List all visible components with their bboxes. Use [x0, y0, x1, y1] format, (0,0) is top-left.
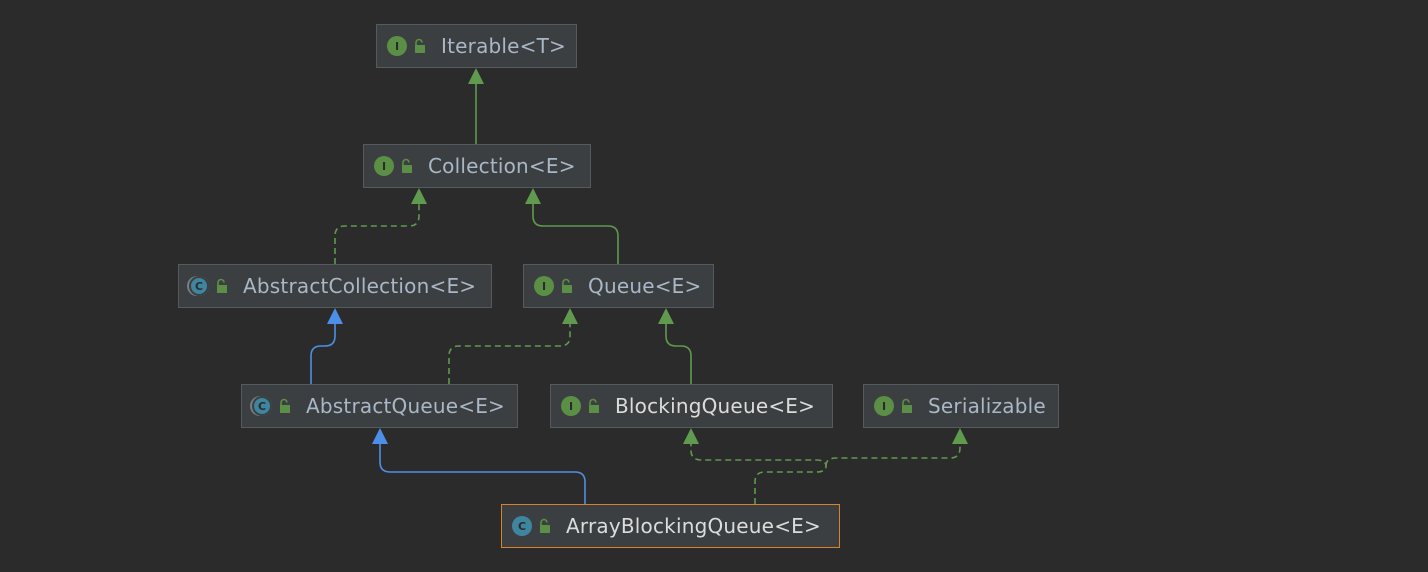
arrow-head — [411, 188, 427, 204]
node-label: Collection<E> — [428, 154, 576, 178]
unlocked-icon — [217, 278, 227, 293]
interface-icon: I — [387, 36, 407, 56]
arrow-head — [952, 428, 968, 444]
node-label: AbstractCollection<E> — [243, 274, 477, 298]
node-label: BlockingQueue<E> — [615, 394, 816, 418]
arrow-head — [658, 308, 674, 324]
interface-icon: I — [534, 276, 554, 296]
unlocked-icon — [402, 158, 412, 173]
edge-collection-iterable — [468, 68, 484, 144]
node-abstract-queue[interactable]: C AbstractQueue<E> — [241, 384, 518, 428]
edge-arrayblockingqueue-blockingqueue — [683, 428, 827, 504]
unlocked-icon — [902, 398, 912, 413]
edge-queue-collection — [525, 188, 619, 264]
node-serializable[interactable]: I Serializable — [863, 384, 1059, 428]
arrow-head — [468, 68, 484, 84]
node-label: ArrayBlockingQueue<E> — [566, 514, 821, 538]
abstract-class-icon: C — [189, 276, 209, 296]
interface-icon: I — [874, 396, 894, 416]
unlocked-icon — [540, 518, 550, 533]
node-label: Queue<E> — [588, 274, 702, 298]
arrow-head — [372, 428, 388, 444]
abstract-class-icon: C — [252, 396, 272, 416]
interface-icon: I — [374, 156, 394, 176]
edge-blockingqueue-queue — [658, 308, 692, 384]
arrow-head — [562, 308, 578, 324]
interface-icon: I — [561, 396, 581, 416]
edge-abstractcollection-collection — [334, 188, 427, 264]
node-collection[interactable]: I Collection<E> — [363, 144, 591, 188]
node-array-blocking-queue[interactable]: C ArrayBlockingQueue<E> — [501, 504, 840, 548]
node-queue[interactable]: I Queue<E> — [523, 264, 714, 308]
edge-abstractqueue-abstractcollection — [310, 308, 343, 384]
unlocked-icon — [280, 398, 290, 413]
node-label: Serializable — [928, 394, 1046, 418]
arrow-head — [327, 308, 343, 324]
node-label: AbstractQueue<E> — [306, 394, 506, 418]
edge-abstractqueue-queue — [448, 308, 578, 384]
node-abstract-collection[interactable]: C AbstractCollection<E> — [178, 264, 492, 308]
node-blocking-queue[interactable]: I BlockingQueue<E> — [550, 384, 833, 428]
unlocked-icon — [415, 38, 425, 53]
node-label: Iterable<T> — [441, 34, 567, 58]
unlocked-icon — [562, 278, 572, 293]
arrow-head — [525, 188, 541, 204]
edge-arrayblockingqueue-abstractqueue — [372, 428, 586, 504]
class-icon: C — [512, 516, 532, 536]
arrow-head — [683, 428, 699, 444]
edge-arrayblockingqueue-serializable — [825, 428, 968, 467]
unlocked-icon — [589, 398, 599, 413]
node-iterable[interactable]: I Iterable<T> — [376, 24, 577, 68]
